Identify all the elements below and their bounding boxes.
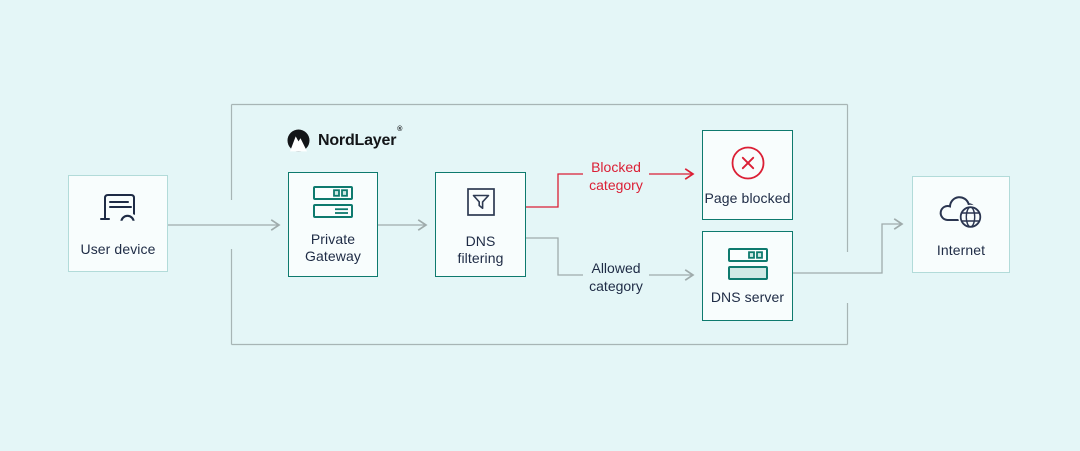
server-stack-icon	[726, 246, 770, 282]
node-label: Internet	[936, 241, 986, 258]
node-internet: Internet	[912, 176, 1010, 273]
brand-trademark: ®	[397, 125, 403, 133]
cloud-globe-icon	[935, 191, 987, 231]
node-label: Private Gateway	[305, 231, 361, 264]
node-label: DNS filtering	[457, 233, 504, 266]
node-label: User device	[80, 240, 156, 257]
edge-label-allowed-category: Allowed category	[589, 260, 643, 294]
node-user-device: User device	[68, 175, 168, 272]
brand-name: NordLayer®	[318, 126, 402, 150]
brand-name-text: NordLayer	[318, 131, 397, 149]
node-dns-server: DNS server	[702, 231, 793, 321]
arrow-dns-server-to-internet	[792, 218, 904, 274]
nordlayer-logo-icon	[287, 129, 310, 152]
node-label: Page blocked	[704, 190, 791, 206]
node-label: DNS server	[710, 289, 785, 305]
node-private-gateway: Private Gateway	[288, 172, 378, 277]
nordlayer-container-outline	[230, 103, 849, 346]
server-stack-icon	[311, 184, 355, 220]
funnel-filter-icon	[461, 182, 501, 222]
nordlayer-logo: NordLayer®	[287, 126, 402, 152]
circle-x-icon	[728, 143, 768, 183]
elbow-allowed-path	[526, 237, 583, 276]
node-dns-filtering: DNS filtering	[435, 172, 526, 277]
node-page-blocked: Page blocked	[702, 130, 793, 220]
edge-label-blocked-category: Blocked category	[589, 159, 643, 193]
elbow-blocked-path	[526, 173, 583, 208]
device-screen-icon	[95, 190, 141, 230]
